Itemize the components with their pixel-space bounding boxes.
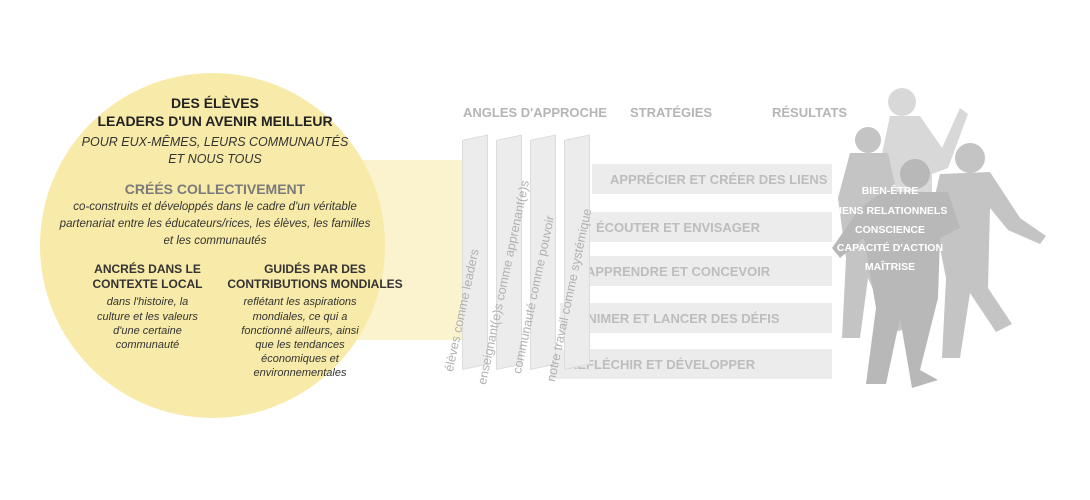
- global-line5: économiques et: [261, 353, 339, 365]
- result-2: LIENS RELATIONNELS: [832, 205, 948, 217]
- co-created-line2: partenariat entre les éducateurs/rices, …: [59, 218, 371, 230]
- global-line6: environnementales: [253, 367, 347, 379]
- header-strategies: STRATÉGIES: [630, 105, 713, 120]
- local-line4: communauté: [115, 339, 180, 351]
- local-line1: dans l'histoire, la: [106, 296, 189, 308]
- co-created-line1: co-construits et développés dans le cadr…: [73, 201, 357, 213]
- header-angles: ANGLES D'APPROCHE: [463, 105, 607, 120]
- result-1: BIEN-ÊTRE: [861, 185, 919, 197]
- jumping-people-illustration: [832, 88, 1046, 388]
- strategy-bar-1: APPRÉCIER ET CRÉER DES LIENS: [592, 164, 832, 194]
- global-line3: fonctionné ailleurs, ainsi: [241, 325, 359, 337]
- circle-title-line1: DES ÉLÈVES: [171, 95, 259, 111]
- circle-subtitle-line2: ET NOUS TOUS: [168, 152, 262, 166]
- header-results: RÉSULTATS: [772, 105, 848, 120]
- strategy-bar-4: ANIMER ET LANCER DES DÉFIS: [560, 303, 832, 333]
- result-5: MAÎTRISE: [864, 261, 916, 273]
- global-line1: reflétant les aspirations: [243, 296, 357, 308]
- circle-subtitle-line1: POUR EUX-MÊMES, LEURS COMMUNAUTÉS: [81, 135, 349, 149]
- strategy-bar-2: ÉCOUTER ET ENVISAGER: [578, 212, 832, 242]
- global-heading-line1: GUIDÉS PAR DES: [264, 262, 366, 276]
- global-heading-line2: CONTRIBUTIONS MONDIALES: [227, 277, 403, 291]
- local-line2: culture et les valeurs: [97, 311, 198, 323]
- strategy-label-5: RÉFLÉCHIR ET DÉVELOPPER: [568, 356, 756, 372]
- local-heading-line2: CONTEXTE LOCAL: [92, 277, 203, 291]
- global-line4: que les tendances: [255, 339, 345, 351]
- strategy-label-1: APPRÉCIER ET CRÉER DES LIENS: [610, 171, 828, 187]
- strategy-label-4: ANIMER ET LANCER DES DÉFIS: [578, 310, 780, 326]
- co-created-heading: CRÉÉS COLLECTIVEMENT: [124, 181, 306, 197]
- global-line2: mondiales, ce qui a: [252, 311, 348, 323]
- co-created-line3: et les communautés: [163, 235, 267, 247]
- strategy-bar-5: RÉFLÉCHIR ET DÉVELOPPER: [550, 349, 832, 379]
- strategy-label-2: ÉCOUTER ET ENVISAGER: [596, 219, 760, 235]
- result-4: CAPACITÉ D'ACTION: [836, 242, 944, 254]
- result-3: CONSCIENCE: [854, 224, 925, 236]
- strategy-bar-3: APPRENDRE ET CONCEVOIR: [568, 256, 832, 286]
- circle-title-line2: LEADERS D'UN AVENIR MEILLEUR: [97, 113, 333, 129]
- strategy-label-3: APPRENDRE ET CONCEVOIR: [586, 263, 771, 279]
- local-heading-line1: ANCRÉS DANS LE: [94, 262, 201, 276]
- local-line3: d'une certaine: [113, 325, 182, 337]
- vision-circle: [40, 73, 385, 418]
